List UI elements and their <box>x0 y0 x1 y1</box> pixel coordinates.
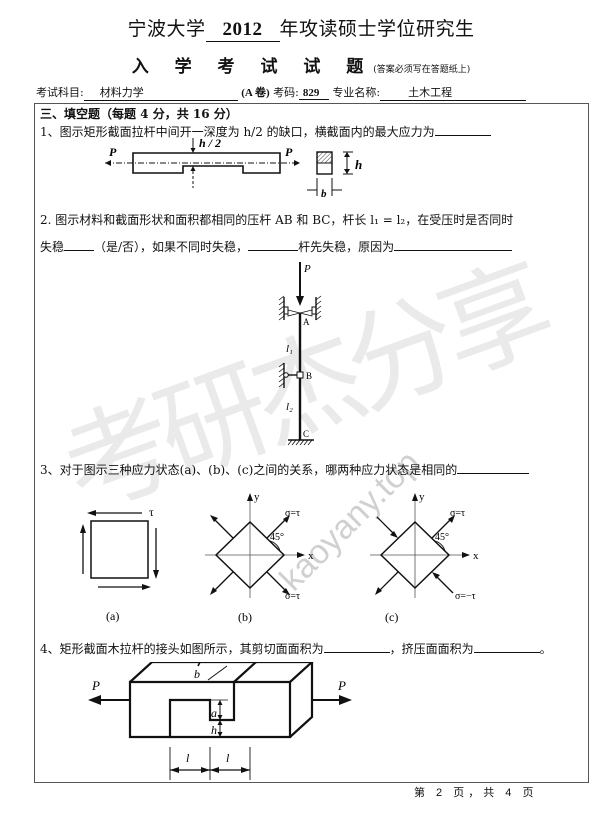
question-number: 4、 <box>40 642 60 656</box>
question-text: （是/否），如果不同时失稳， <box>94 240 249 254</box>
q3a-tau-label: τ <box>149 505 154 519</box>
q3b-angle-label: 45° <box>270 532 284 543</box>
question-2-line-1: 2. 图示材料和截面形状和面积都相同的压杆 AB 和 BC，杆长 l₁ = l₂… <box>40 211 513 228</box>
q3-figure-c-mixed-stress: x y 45° σ=τ σ=−τ (c) <box>370 491 479 624</box>
question-3: 3、对于图示三种应力状态(a)、(b)、(c)之间的关系，哪两种应力状态是相同的 <box>40 461 530 478</box>
q3-figure-a-pure-shear: τ (a) <box>80 505 159 623</box>
q4-load-right: P <box>337 678 346 693</box>
q3c-sigma-top: σ=τ <box>450 508 465 519</box>
q2-l1-label: l₁ <box>286 343 293 355</box>
question-text: 图示矩形截面拉杆中间开一深度为 h/2 的缺口，横截面内的最大应力为 <box>59 125 435 139</box>
q2-point-c: C <box>303 429 309 439</box>
exam-subtitle: 入 学 考 试 试 题(答案必须写在答题纸上) <box>0 52 602 77</box>
q3c-sigma-bottom: σ=−τ <box>455 591 476 602</box>
q3c-x-label: x <box>473 550 479 562</box>
q3c-caption: (c) <box>385 610 398 624</box>
q3b-sigma-top: σ=τ <box>285 508 300 519</box>
title-rest: 年攻读硕士学位研究生 <box>279 18 475 40</box>
q1-notch-label: h / 2 <box>199 138 221 150</box>
q4-l2-label: l <box>226 751 230 765</box>
question-text: 矩形截面木拉杆的接头如图所示，其剪切面面积为 <box>59 642 324 656</box>
q3-figure-b-principal-stress: x y 45° σ=τ σ=τ (b) <box>205 491 314 624</box>
q2-point-a: A <box>303 317 310 327</box>
question-1: 1、图示矩形截面拉杆中间开一深度为 h/2 的缺口，横截面内的最大应力为 <box>40 123 491 140</box>
subject-label: 考试科目: <box>36 86 84 99</box>
q1-width-label: b <box>321 188 327 200</box>
answer-blank-4b[interactable] <box>473 641 540 653</box>
answer-blank-2b[interactable] <box>248 239 299 251</box>
q4-load-left: P <box>91 678 100 693</box>
code-value: 829 <box>298 87 329 100</box>
q1-height-label: h <box>355 157 362 172</box>
q4-h-label: h <box>211 723 217 737</box>
q1-figure-notched-bar: P P h / 2 h b <box>105 138 362 200</box>
q4-l1-label: l <box>186 751 190 765</box>
question-text: 图示材料和截面形状和面积都相同的压杆 AB 和 BC，杆长 l₁ = l₂，在受… <box>55 213 514 227</box>
q3a-caption: (a) <box>106 609 119 623</box>
section-heading: 三、填空题（每题 4 分，共 16 分） <box>40 107 238 121</box>
question-text-end: 。 <box>539 642 552 656</box>
paper-type: (A 卷) <box>241 87 270 99</box>
major-label: 专业名称: <box>332 86 381 99</box>
q3b-x-label: x <box>308 550 314 562</box>
q2-l2-label: l₂ <box>286 401 293 413</box>
q2-point-b: B <box>306 371 312 381</box>
question-text: 失稳 <box>40 240 65 254</box>
page-number: 第 2 页，共 4 页 <box>414 787 538 799</box>
q3c-angle-label: 45° <box>435 532 449 543</box>
answer-blank-1[interactable] <box>434 124 491 136</box>
q2-figure-column: P A l₁ B l₂ C <box>278 262 322 446</box>
q1-load-left: P <box>109 145 117 159</box>
q2-load-label: P <box>303 263 311 275</box>
major-value: 土木工程 <box>380 84 527 101</box>
exam-year: 2012 <box>205 19 280 42</box>
question-text: 杆先失稳，原因为 <box>298 240 395 254</box>
exam-meta-line: 考试科目:材料力学 (A 卷) 考码:829 专业名称:土木工程 <box>36 84 527 101</box>
answer-blank-4a[interactable] <box>323 641 390 653</box>
question-number: 3、 <box>40 463 60 477</box>
subtitle-note: (答案必须写在答题纸上) <box>373 65 471 75</box>
q4-figure-timber-joint: b a h P P l l <box>88 662 352 780</box>
q3c-y-label: y <box>419 491 425 503</box>
q3b-y-label: y <box>254 491 260 503</box>
q4-a-label: a <box>211 706 217 720</box>
subtitle-text: 入 学 考 试 试 题 <box>131 57 374 77</box>
answer-blank-3[interactable] <box>457 462 530 474</box>
q4-b-label: b <box>194 667 200 681</box>
answer-blank-2a[interactable] <box>64 239 95 251</box>
question-number: 1、 <box>40 125 60 139</box>
answer-blank-2c[interactable] <box>394 239 513 251</box>
question-number: 2. <box>40 213 52 227</box>
question-4: 4、矩形截面木拉杆的接头如图所示，其剪切面面积为 ，挤压面面积为 。 <box>40 640 552 657</box>
q1-load-right: P <box>285 145 293 159</box>
university-name: 宁波大学 <box>127 18 206 40</box>
question-2-line-2: 失稳 （是/否），如果不同时失稳， 杆先失稳，原因为 <box>40 238 513 255</box>
code-label: 考码: <box>273 86 299 99</box>
question-text: 对于图示三种应力状态(a)、(b)、(c)之间的关系，哪两种应力状态是相同的 <box>59 463 458 477</box>
question-text: ，挤压面面积为 <box>389 642 474 656</box>
subject-value: 材料力学 <box>83 84 238 101</box>
q3b-sigma-bottom: σ=τ <box>285 591 300 602</box>
answer-frame <box>34 103 589 783</box>
q3b-caption: (b) <box>238 610 252 624</box>
